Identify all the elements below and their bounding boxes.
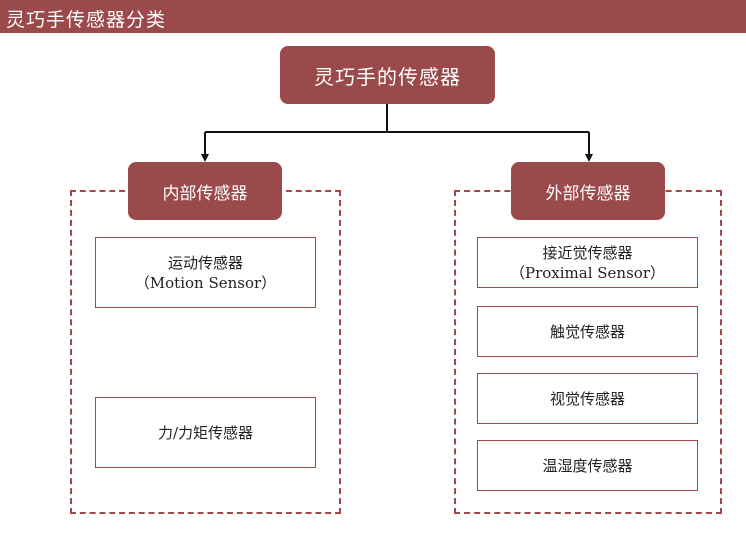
proximal-sensor-node: 接近觉传感器 （Proximal Sensor） — [477, 237, 698, 288]
motion-sensor-label: 运动传感器 — [167, 253, 243, 272]
temperature-humidity-sensor-node: 温湿度传感器 — [477, 440, 698, 491]
proximal-sensor-label: 接近觉传感器 — [542, 243, 633, 262]
vision-sensor-node: 视觉传感器 — [477, 373, 698, 424]
external-sensors-label: 外部传感器 — [545, 183, 631, 204]
root-node-label: 灵巧手的传感器 — [314, 64, 461, 89]
force-torque-sensor-node: 力/力矩传感器 — [95, 397, 316, 468]
internal-sensors-node: 内部传感器 — [128, 162, 282, 220]
temperature-humidity-sensor-label: 温湿度传感器 — [542, 456, 633, 475]
external-sensors-node: 外部传感器 — [511, 162, 665, 220]
motion-sensor-node: 运动传感器 （Motion Sensor） — [95, 237, 316, 308]
tactile-sensor-node: 触觉传感器 — [477, 306, 698, 357]
page-title: 灵巧手传感器分类 — [6, 9, 167, 31]
vision-sensor-label: 视觉传感器 — [549, 389, 625, 408]
force-torque-sensor-label: 力/力矩传感器 — [157, 423, 254, 442]
internal-sensors-label: 内部传感器 — [162, 183, 248, 204]
motion-sensor-sublabel: （Motion Sensor） — [134, 273, 277, 292]
header-bar: 灵巧手传感器分类 — [0, 0, 746, 33]
tactile-sensor-label: 触觉传感器 — [549, 322, 625, 341]
root-node: 灵巧手的传感器 — [280, 46, 495, 104]
proximal-sensor-sublabel: （Proximal Sensor） — [510, 263, 665, 282]
